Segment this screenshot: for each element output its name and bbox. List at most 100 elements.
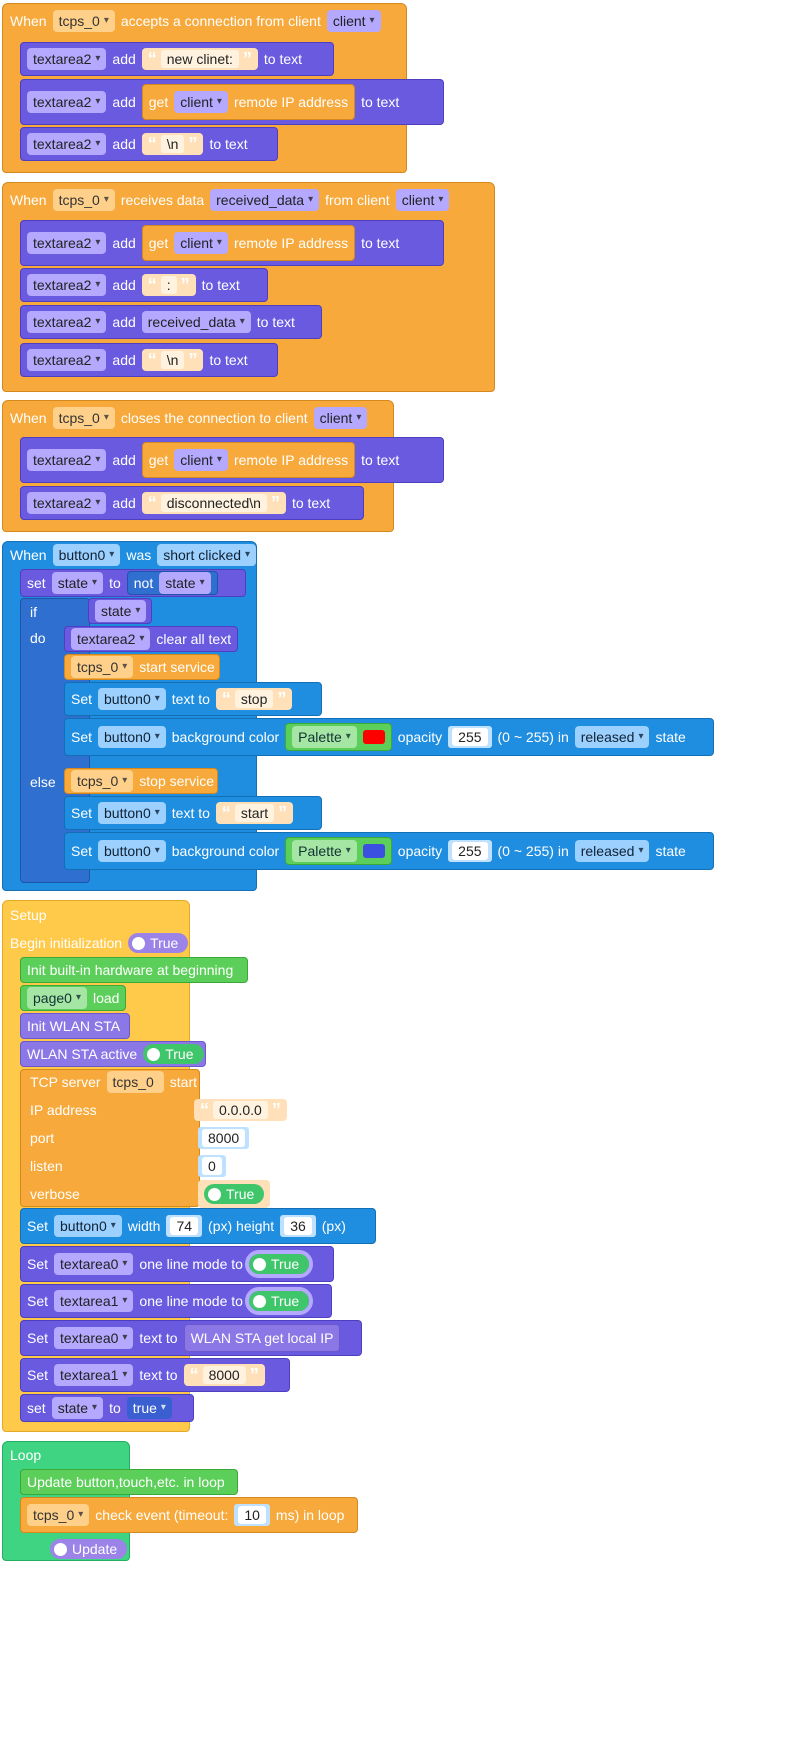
palette-dropdown[interactable]: Palette xyxy=(292,840,357,862)
textarea-dropdown[interactable]: textarea2 xyxy=(27,91,107,113)
ip-address-input-wrap[interactable]: “0.0.0.0” xyxy=(194,1096,287,1124)
released-dropdown[interactable]: released xyxy=(574,726,650,748)
stmt-add-new-client[interactable]: textarea2 add “new clinet:” to text xyxy=(20,42,334,76)
stmt-init-hardware[interactable]: Init built-in hardware at beginning xyxy=(20,957,248,983)
ip-address-value[interactable]: 0.0.0.0 xyxy=(213,1101,268,1119)
height-number[interactable]: 36 xyxy=(280,1215,316,1237)
client-var[interactable]: client xyxy=(174,91,228,113)
stmt-add-disconnected[interactable]: textarea2 add “disconnected\n” to text xyxy=(20,486,364,520)
textarea1-dropdown[interactable]: textarea1 xyxy=(54,1290,134,1312)
stmt-set-button-text-stop[interactable]: Set button0 text to “stop” xyxy=(64,682,322,716)
stmt-add-remote-ip[interactable]: textarea2 add get client remote IP addre… xyxy=(20,220,444,266)
client-param[interactable]: client xyxy=(313,407,368,429)
client-var[interactable]: client xyxy=(174,449,228,471)
string-literal[interactable]: “stop” xyxy=(215,688,293,710)
tcps-dropdown[interactable]: tcps_0 xyxy=(71,770,134,792)
stmt-add-remote-ip[interactable]: textarea2 add get client remote IP addre… xyxy=(20,437,444,483)
string-literal[interactable]: “\n” xyxy=(141,349,204,371)
string-value[interactable]: new clinet: xyxy=(160,50,239,68)
stmt-page-load[interactable]: page0 load xyxy=(20,985,126,1011)
timeout-value[interactable]: 10 xyxy=(238,1506,266,1524)
palette-dropdown[interactable]: Palette xyxy=(292,726,357,748)
verbose-toggle-wrap[interactable]: True xyxy=(198,1180,271,1208)
tcps-dropdown[interactable]: tcps_0 xyxy=(52,189,115,211)
stmt-add-colon[interactable]: textarea2 add “:” to text xyxy=(20,268,268,302)
get-remote-ip-block[interactable]: get client remote IP address xyxy=(141,225,356,261)
opacity-number[interactable]: 255 xyxy=(448,726,492,748)
begin-init-toggle[interactable]: True xyxy=(128,933,189,953)
get-remote-ip-block[interactable]: get client remote IP address xyxy=(141,84,356,120)
stmt-add-remote-ip[interactable]: textarea2 add get client remote IP addre… xyxy=(20,79,444,125)
stmt-set-state-not[interactable]: set state to not state xyxy=(20,569,246,597)
button-dropdown[interactable]: button0 xyxy=(98,840,166,862)
palette-block[interactable]: Palette xyxy=(285,723,392,751)
client-var[interactable]: client xyxy=(174,232,228,254)
stmt-add-newline[interactable]: textarea2 add “\n” to text xyxy=(20,127,278,161)
begin-init-row[interactable]: Begin initialization True xyxy=(4,932,194,954)
port-number[interactable]: 8000 xyxy=(198,1127,250,1149)
port-input-wrap[interactable]: 8000 xyxy=(198,1124,250,1152)
string-literal[interactable]: “new clinet:” xyxy=(141,48,258,70)
tcps-dropdown[interactable]: tcps_0 xyxy=(52,407,115,429)
event-receive-header[interactable]: When tcps_0 receives data received_data … xyxy=(4,186,455,214)
stmt-wlan-active[interactable]: WLAN STA active True xyxy=(20,1041,206,1067)
width-value[interactable]: 74 xyxy=(170,1217,199,1235)
event-close-header[interactable]: When tcps_0 closes the connection to cli… xyxy=(4,404,373,432)
button-dropdown[interactable]: button0 xyxy=(54,1215,122,1237)
textarea-dropdown[interactable]: textarea2 xyxy=(27,492,107,514)
opacity-value[interactable]: 255 xyxy=(452,728,488,746)
textarea-dropdown[interactable]: textarea2 xyxy=(27,449,107,471)
string-value[interactable]: \n xyxy=(160,135,185,153)
if-row[interactable]: if xyxy=(24,600,43,624)
released-dropdown[interactable]: released xyxy=(574,840,650,862)
tcps-dropdown[interactable]: tcps_0 xyxy=(27,1504,90,1526)
client-param[interactable]: client xyxy=(326,10,381,32)
textarea-dropdown[interactable]: textarea2 xyxy=(27,311,107,333)
red-swatch[interactable] xyxy=(362,730,385,744)
stmt-clear-text[interactable]: textarea2 clear all text xyxy=(64,626,238,652)
stmt-add-received-data[interactable]: textarea2 add received_data to text xyxy=(20,305,322,339)
timeout-number[interactable]: 10 xyxy=(234,1504,270,1526)
update-toggle-row[interactable]: Update xyxy=(44,1538,133,1560)
palette-block[interactable]: Palette xyxy=(285,837,392,865)
textarea0-dropdown[interactable]: textarea0 xyxy=(54,1327,134,1349)
stmt-stop-service[interactable]: tcps_0 stop service xyxy=(64,768,218,794)
not-block[interactable]: not state xyxy=(126,571,218,595)
string-value[interactable]: : xyxy=(160,276,177,294)
stmt-set-button-text-start[interactable]: Set button0 text to “start” xyxy=(64,796,322,830)
opacity-value[interactable]: 255 xyxy=(452,842,488,860)
textarea-dropdown[interactable]: textarea2 xyxy=(27,232,107,254)
click-type-dropdown[interactable]: short clicked xyxy=(157,544,257,566)
stmt-check-event[interactable]: tcps_0 check event (timeout: 10 ms) in l… xyxy=(20,1497,358,1533)
update-toggle[interactable]: Update xyxy=(50,1539,128,1559)
if-condition[interactable]: state xyxy=(88,598,152,624)
button-dropdown[interactable]: button0 xyxy=(52,544,121,566)
string-value[interactable]: start xyxy=(234,804,275,822)
string-value[interactable]: \n xyxy=(160,351,185,369)
blue-swatch[interactable] xyxy=(362,844,385,858)
string-literal[interactable]: “\n” xyxy=(141,133,204,155)
textarea-dropdown[interactable]: textarea2 xyxy=(27,274,107,296)
one-line-toggle[interactable]: True xyxy=(244,1250,314,1278)
tcp-server-row[interactable]: TCP server tcps_0 start xyxy=(24,1071,203,1093)
height-value[interactable]: 36 xyxy=(284,1217,312,1235)
event-accept-header[interactable]: When tcps_0 accepts a connection from cl… xyxy=(4,7,387,35)
get-remote-ip-block[interactable]: get client remote IP address xyxy=(141,442,356,478)
stmt-add-newline[interactable]: textarea2 add “\n” to text xyxy=(20,343,278,377)
verbose-toggle[interactable]: True xyxy=(204,1184,265,1204)
received-data-var[interactable]: received_data xyxy=(141,311,251,333)
stmt-update-loop[interactable]: Update button,touch,etc. in loop xyxy=(20,1469,238,1495)
listen-input-wrap[interactable]: 0 xyxy=(198,1152,226,1180)
state-var[interactable]: state xyxy=(95,600,147,622)
state-var-dropdown[interactable]: state xyxy=(51,572,104,594)
width-number[interactable]: 74 xyxy=(166,1215,203,1237)
stmt-textarea1-one-line[interactable]: Set textarea1 one line mode to True xyxy=(20,1284,332,1318)
string-value[interactable]: stop xyxy=(234,690,274,708)
textarea-dropdown[interactable]: textarea2 xyxy=(27,349,107,371)
tcps-dropdown[interactable]: tcps_0 xyxy=(71,656,134,678)
ip-address-string[interactable]: “0.0.0.0” xyxy=(194,1099,287,1121)
string-literal[interactable]: “8000” xyxy=(183,1364,265,1386)
textarea0-dropdown[interactable]: textarea0 xyxy=(54,1253,134,1275)
stmt-init-wlan[interactable]: Init WLAN STA xyxy=(20,1013,130,1039)
one-line-toggle[interactable]: True xyxy=(244,1287,314,1315)
